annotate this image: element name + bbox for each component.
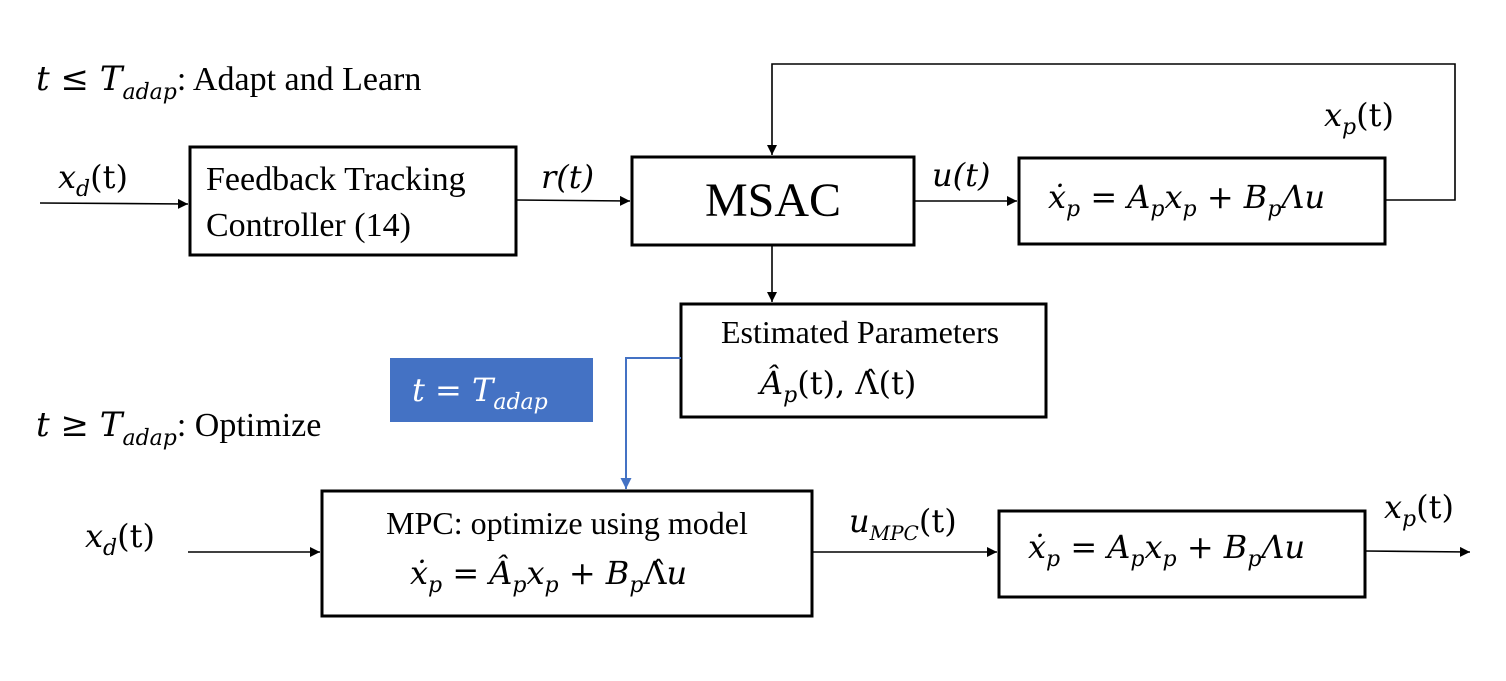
estimated-parameters-box: [679, 302, 1048, 419]
mpc-model-equation: ẋp = Âpxp + BpΛ̂u: [410, 554, 687, 598]
top-input-arrow: [39, 198, 189, 209]
bottom-plant-box: [997, 509, 1367, 599]
switch-time-badge: [390, 358, 593, 422]
bottom-plant-equation: ẋp = Apxp + BpΛu: [1028, 528, 1305, 572]
estimates-to-mpc-arrow: [620, 357, 681, 489]
output-signal-label: xp(t): [1384, 488, 1454, 532]
tracking-controller-line1: Feedback Tracking: [206, 161, 466, 198]
msac-box: [630, 155, 916, 247]
top-input-label: xd(t): [58, 158, 128, 202]
estimated-parameters-line1: Estimated Parameters: [721, 314, 999, 350]
r-signal-label: r(t): [541, 158, 594, 196]
bottom-input-label: xd(t): [85, 517, 155, 561]
feedback-signal-label: xp(t): [1324, 96, 1394, 140]
u-signal-label: u(t): [932, 156, 990, 194]
top-plant-equation: ẋp = Apxp + BpΛu: [1048, 178, 1325, 222]
u-mpc-signal-label: uMPC(t): [849, 502, 957, 545]
r-signal-arrow: [515, 195, 631, 206]
top-plant-box: [1017, 156, 1387, 246]
mpc-line1: MPC: optimize using model: [386, 505, 748, 541]
output-arrow: [1364, 546, 1471, 557]
tracking-controller-box: [188, 145, 518, 257]
switch-time-label: t = Tadap: [412, 371, 548, 415]
mpc-box: [320, 489, 814, 618]
estimated-parameters-line2: Âp(t), Λ̂(t): [757, 364, 916, 408]
phase1-heading: t ≤ Tadap: Adapt and Learn: [36, 59, 421, 105]
feedback-loop-arrow: [767, 63, 1456, 201]
phase2-heading: t ≥ Tadap: Optimize: [36, 405, 321, 451]
tracking-controller-line2: Controller (14): [206, 207, 411, 244]
msac-label: MSAC: [705, 174, 841, 227]
